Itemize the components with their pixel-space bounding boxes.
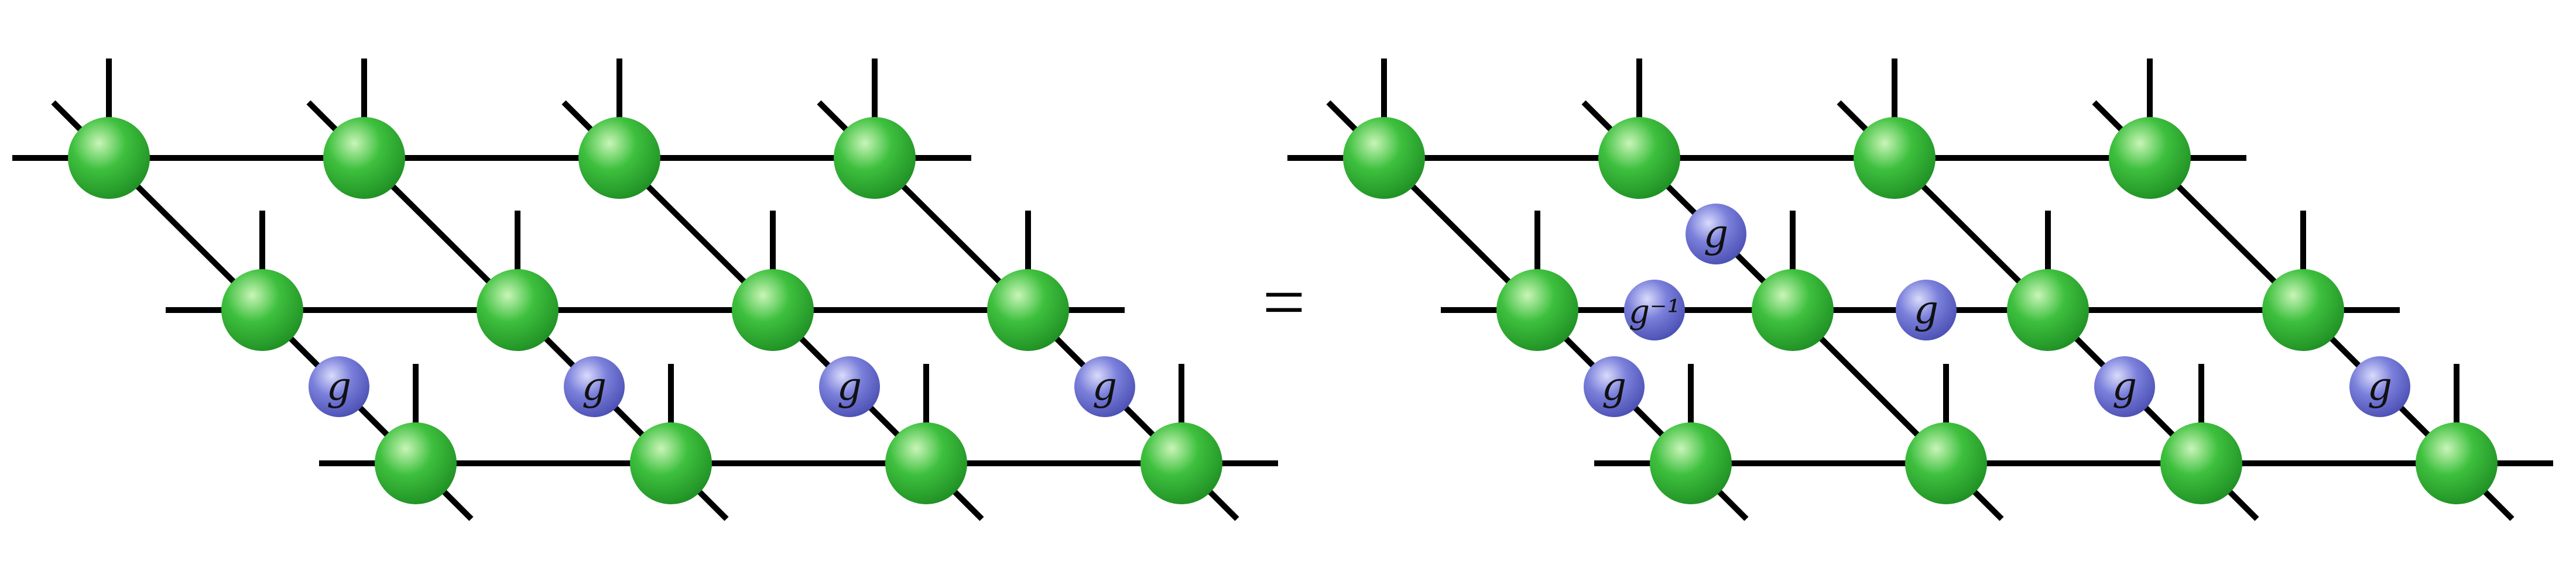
gauge-node <box>564 356 625 417</box>
gauge-label: g <box>582 364 607 409</box>
gauge-horizontal-node <box>1896 280 1957 340</box>
tensor-node <box>1140 422 1222 504</box>
tensor-node <box>2109 117 2191 199</box>
tensor-node <box>630 422 712 504</box>
gauge-label: g <box>1602 364 1626 409</box>
gauge-node <box>819 356 880 417</box>
gauge-node <box>2094 356 2155 417</box>
tensor-node <box>1854 117 1936 199</box>
gauge-label: g <box>327 364 351 409</box>
tensor-node <box>1905 422 1987 504</box>
tensor-node <box>1343 117 1425 199</box>
tensor-node <box>375 422 457 504</box>
tensor-node <box>1598 117 1680 199</box>
tensor-node <box>68 117 150 199</box>
gauge-label: g <box>2368 364 2392 409</box>
gauge-node <box>1686 204 1746 264</box>
tensor-node <box>732 269 814 351</box>
gauge-label: g <box>2112 364 2137 409</box>
tensor-node <box>477 269 559 351</box>
gauge-node <box>1584 356 1645 417</box>
tensor-node <box>987 269 1069 351</box>
tensor-node <box>1496 269 1578 351</box>
gauge-horizontal-label: g <box>1914 287 1938 332</box>
gauge-label: g <box>1704 211 1728 256</box>
tensor-node <box>221 269 303 351</box>
tensor-node <box>885 422 967 504</box>
gauge-label: g <box>837 364 862 409</box>
tensor-node <box>2007 269 2089 351</box>
tensor-node <box>323 117 405 199</box>
tensor-node <box>578 117 660 199</box>
gauge-inverse-node <box>1624 280 1685 340</box>
tensor-node <box>2160 422 2242 504</box>
tensor-node <box>2262 269 2344 351</box>
tensor-node <box>1752 269 1834 351</box>
gauge-node <box>1074 356 1135 417</box>
tensor-node <box>834 117 916 199</box>
gauge-node <box>309 356 369 417</box>
gauge-node <box>2349 356 2410 417</box>
tensor-node <box>1650 422 1732 504</box>
gauge-label: g <box>1092 364 1117 409</box>
gauge-inverse-label: g⁻¹ <box>1629 293 1680 331</box>
tensor-node <box>2416 422 2498 504</box>
equals-sign: = <box>1262 260 1305 345</box>
